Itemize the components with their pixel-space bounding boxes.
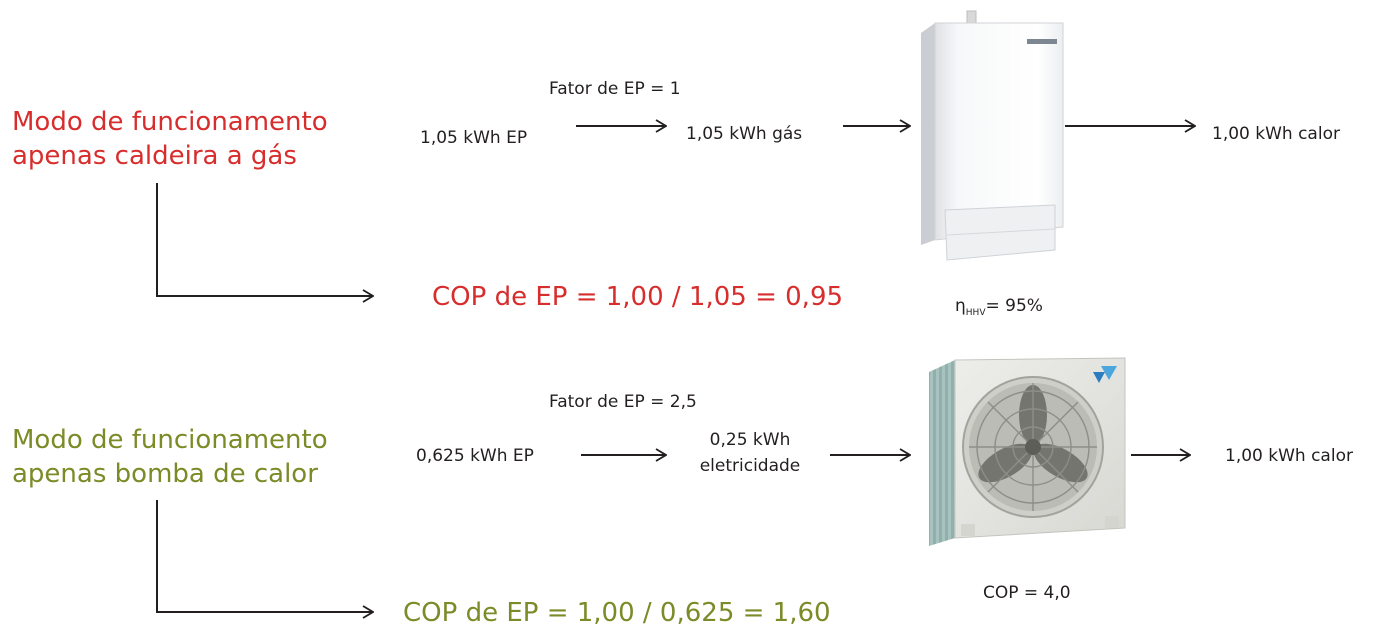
heat-pump-cop-label: COP = 4,0	[983, 583, 1071, 603]
gas-output-heat: 1,00 kWh calor	[1212, 124, 1340, 144]
heat-pump-primary-energy: 0,625 kWh EP	[416, 446, 534, 466]
heat-pump-mode-title-line1: Modo de funcionamento	[12, 425, 328, 455]
efficiency-subscript: HHV	[965, 308, 986, 318]
heat-pump-mode-title: Modo de funcionamento apenas bomba de ca…	[12, 423, 372, 491]
heat-pump-ep-factor: Fator de EP = 2,5	[549, 392, 697, 412]
gas-boiler-icon	[921, 10, 1064, 261]
heat-pump-input-energy-line2: eletricidade	[699, 456, 801, 476]
heat-pump-input-energy-line1: 0,25 kWh	[709, 430, 791, 450]
gas-primary-energy: 1,05 kWh EP	[420, 128, 528, 148]
gas-ep-factor: Fator de EP = 1	[549, 79, 681, 99]
efficiency-value: = 95%	[985, 296, 1043, 316]
heat-pump-outdoor-unit-icon	[929, 357, 1126, 546]
heat-pump-mode-title-line2: apenas bomba de calor	[12, 459, 318, 489]
heat-pump-cop-result: COP de EP = 1,00 / 0,625 = 1,60	[403, 598, 831, 628]
heat-pump-output-heat: 1,00 kWh calor	[1225, 446, 1353, 466]
gas-mode-title-line2: apenas caldeira a gás	[12, 141, 297, 171]
gas-mode-title: Modo de funcionamento apenas caldeira a …	[12, 105, 372, 173]
gas-cop-connector	[156, 183, 373, 296]
gas-mode-title-line1: Modo de funcionamento	[12, 107, 328, 137]
efficiency-symbol: η	[955, 296, 966, 316]
gas-cop-result: COP de EP = 1,00 / 1,05 = 0,95	[432, 282, 844, 312]
heat-pump-input-energy: 0,25 kWh eletricidade	[680, 430, 820, 476]
gas-input-energy: 1,05 kWh gás	[686, 124, 803, 144]
gas-efficiency: ηHHV= 95%	[955, 296, 1043, 318]
heat-pump-cop-connector	[156, 500, 373, 612]
